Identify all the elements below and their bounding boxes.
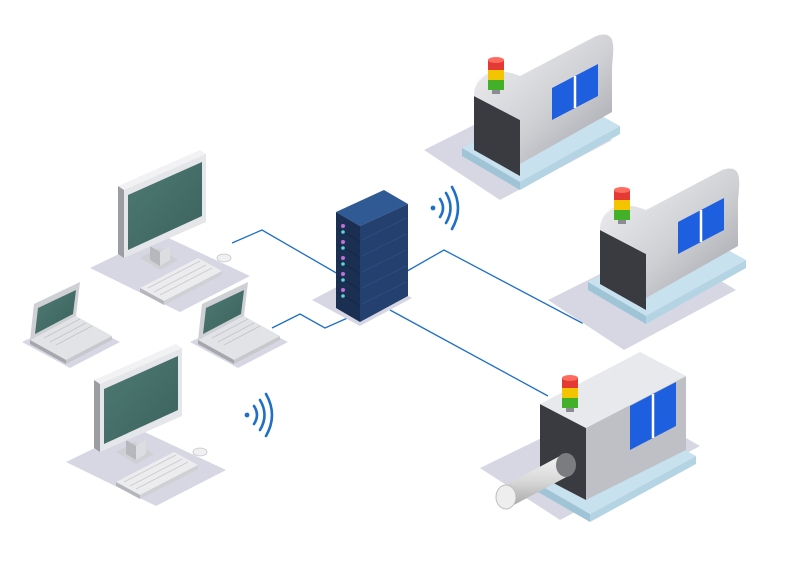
wifi-icon [430,185,460,231]
desktop-computer-icon [66,344,226,506]
server-rack-icon [312,190,412,326]
link-desktop1-server [231,229,346,279]
link-server-machine3 [389,309,549,397]
link-laptop2-server [271,313,353,329]
desktop-computer-icon [90,150,250,312]
signal-light-icon [562,375,578,412]
connection-lines [231,229,605,397]
extruder-machine-icon [480,352,700,522]
laptop-icon [190,282,288,368]
laptop-icon [22,282,120,368]
signal-light-icon [614,187,630,224]
signal-light-icon [488,57,504,94]
industrial-machine-icon [424,34,620,200]
wifi-icon [244,392,274,438]
industrial-machine-icon [548,168,746,350]
